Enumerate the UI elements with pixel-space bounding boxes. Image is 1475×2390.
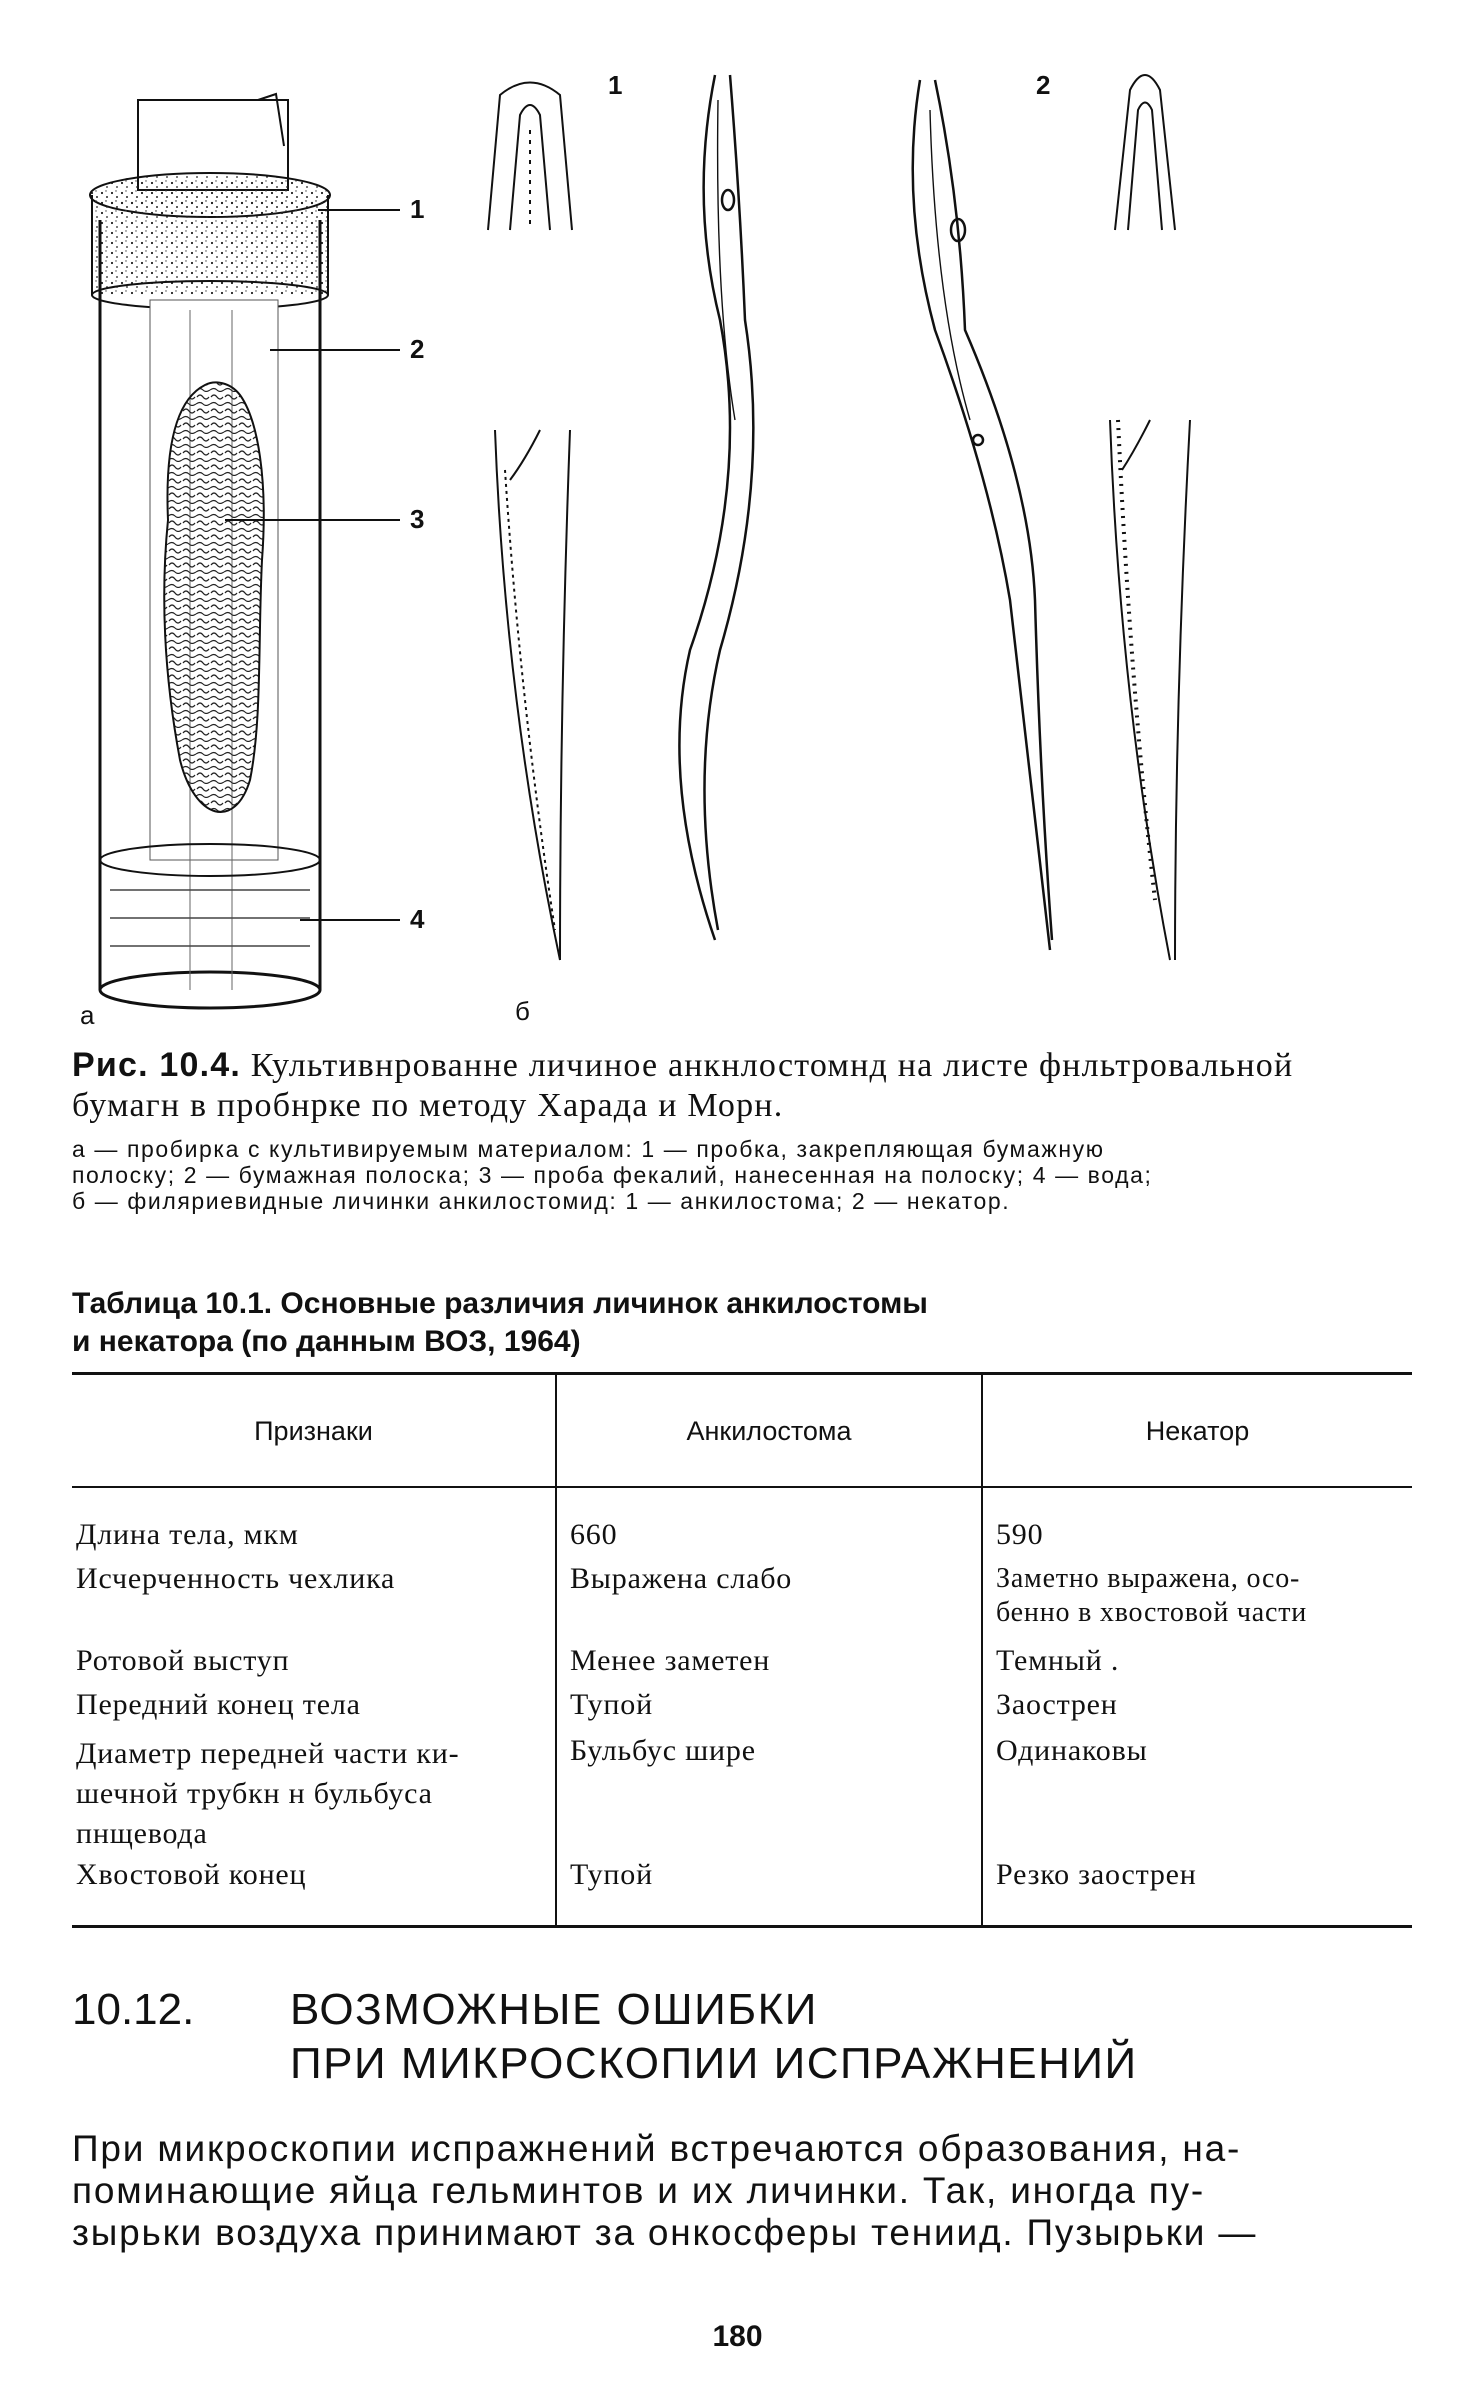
row-necator: 590 (996, 1518, 1044, 1551)
larva-label-2: 2 (1036, 70, 1051, 100)
larva-2-details (1109, 74, 1191, 961)
row-necator: Заострен (996, 1688, 1118, 1721)
row-ancylostoma: Выражена слабо (570, 1562, 793, 1595)
header-ancylostoma: Анкилостома (686, 1416, 852, 1446)
row-feature: Передний конец тела (76, 1688, 361, 1721)
figure-drawing (89, 74, 1191, 1010)
caption-line-2: бумагн в пробнрке по методу Харада и Мор… (72, 1087, 784, 1124)
row-feature: Ротовой выступ (76, 1644, 290, 1677)
row-ancylostoma: Бульбус шире (570, 1734, 756, 1767)
figure-10-4: 1 2 3 4 1 2 а б (0, 0, 1475, 1040)
larva-2-body (911, 79, 1054, 951)
row-necator: Одинаковы (996, 1734, 1148, 1767)
row-feature: Исчерченность чехлика (76, 1562, 396, 1595)
test-tube-drawing (89, 92, 400, 1010)
row-feature: Длина тела, мкм (76, 1518, 299, 1551)
header-necator: Некатор (1145, 1416, 1250, 1446)
callout-1: 1 (410, 194, 425, 224)
caption-prefix: Рис. 10.4. (72, 1046, 242, 1084)
callout-2: 2 (410, 334, 425, 364)
row-feature: Хвостовой конец (76, 1858, 307, 1891)
caption-title: Культивнрованне личиное анкнлостомнд на … (250, 1047, 1294, 1084)
table-bottom-rule (72, 1925, 1412, 1928)
callout-4: 4 (410, 904, 425, 934)
section-heading: 10.12. ВОЗМОЖНЫЕ ОШИБКИ ПРИ МИКРОСКОПИИ … (72, 1985, 1412, 2095)
section-title-line: ПРИ МИКРОСКОПИИ ИСПРАЖНЕНИЙ (290, 2039, 1138, 2088)
section-number: 10.12. (72, 1985, 195, 2034)
body-paragraph: При микроскопии испражнений встречаются … (72, 2128, 1412, 2254)
table-title-line: Таблица 10.1. Основные различия личинок … (72, 1287, 928, 1320)
body-line: зырьки воздуха принимают за онкосферы те… (72, 2212, 1258, 2253)
panel-b-label: б (515, 996, 530, 1026)
table-column-divider (555, 1372, 557, 1928)
table-header-rule (72, 1486, 1412, 1488)
header-features: Признаки (254, 1416, 373, 1446)
table-title-line: и некатора (по данным ВОЗ, 1964) (72, 1325, 581, 1358)
body-line: поминающие яйца гельминтов и их личинки.… (72, 2170, 1206, 2211)
row-feature: Диаметр передней части ки- шечной трубкн… (76, 1737, 460, 1850)
row-ancylostoma: Тупой (570, 1858, 653, 1891)
caption-legend-line: б — филяриевидные личинки анкилостомид: … (72, 1188, 1011, 1214)
table-column-divider (981, 1372, 983, 1928)
figure-caption: Рис. 10.4. Культивнрованне личиное анкнл… (72, 1045, 1412, 1214)
row-necator: Резко заострен (996, 1858, 1197, 1891)
table-title: Таблица 10.1. Основные различия личинок … (72, 1285, 1412, 1361)
caption-line-1: Рис. 10.4. Культивнрованне личиное анкнл… (72, 1045, 1412, 1086)
caption-legend-line: а — пробирка с культивируемым материалом… (72, 1136, 1105, 1162)
larva-1-details (487, 81, 573, 961)
row-ancylostoma: Менее заметен (570, 1644, 771, 1677)
section-title-line: ВОЗМОЖНЫЕ ОШИБКИ (290, 1985, 818, 2034)
body-line: При микроскопии испражнений встречаются … (72, 2128, 1242, 2169)
row-necator: Заметно выражена, осо- бенно в хвостовой… (996, 1563, 1308, 1628)
larva-1-body (678, 74, 755, 941)
row-ancylostoma: 660 (570, 1518, 618, 1551)
comparison-table: Признаки Анкилостома Некатор Длина тела,… (72, 1372, 1412, 1928)
larva-label-1: 1 (608, 70, 623, 100)
row-ancylostoma: Тупой (570, 1688, 653, 1721)
row-necator: Темный . (996, 1644, 1120, 1677)
panel-a-label: а (80, 1000, 95, 1030)
caption-legend-line: полоску; 2 — бумажная полоска; 3 — проба… (72, 1162, 1153, 1188)
table-top-rule (72, 1372, 1412, 1375)
callout-3: 3 (410, 504, 425, 534)
page-number: 180 (712, 2320, 763, 2353)
